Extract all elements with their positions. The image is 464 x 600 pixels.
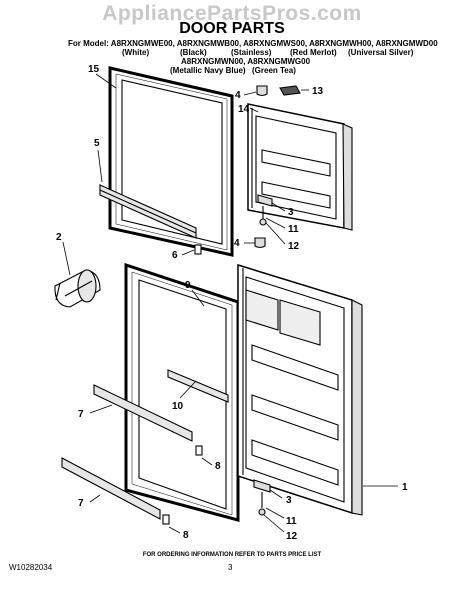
- callout-11: 11: [288, 224, 299, 235]
- callout-3: 3: [286, 495, 292, 506]
- callout-13: 13: [312, 86, 324, 97]
- hinge-pin-cap-middle: [254, 237, 266, 249]
- model-list-line-2: A8RXNGMWN00, A8RXNGMWG00: [181, 57, 311, 66]
- callout-5: 5: [94, 138, 100, 149]
- callout-15: 15: [88, 64, 100, 75]
- watermark: AppliancePartsPros.com: [102, 2, 362, 25]
- callout-12: 12: [286, 531, 298, 542]
- callout-10: 10: [172, 401, 184, 412]
- callout-7: 7: [78, 409, 84, 420]
- dairy-bin: [54, 269, 101, 308]
- callout-12: 12: [288, 241, 300, 252]
- fresh-food-door-gasket: [124, 262, 240, 522]
- callout-14: 14: [238, 104, 250, 115]
- callout-11: 11: [286, 516, 297, 527]
- callout-2: 2: [56, 232, 62, 243]
- end-cap: [195, 445, 203, 456]
- document-number: W10282034: [9, 563, 53, 572]
- hinge-pin-cap-top: [256, 85, 268, 97]
- color-label: (Metallic Navy Blue): [170, 66, 246, 75]
- end-cap: [162, 514, 170, 525]
- color-label: (Stainless): [231, 48, 272, 57]
- page-number: 3: [228, 563, 233, 572]
- callout-8: 8: [183, 530, 189, 541]
- callout-3: 3: [288, 207, 294, 218]
- center-hinge-assembly: [257, 194, 273, 226]
- freezer-door-gasket: [108, 66, 234, 257]
- freezer-door: [247, 103, 353, 231]
- door-shelf-upper: [167, 369, 229, 403]
- model-list-line-1: For Model: A8RXNGMWE00, A8RXNGMWB00, A8R…: [68, 39, 438, 48]
- callout-9: 9: [185, 280, 191, 291]
- color-label: (Black): [180, 48, 207, 57]
- hinge-cover: [279, 85, 301, 96]
- callout-labels: 15 5 2 6 4 13 14 3 11 12 4 9 10 7 8 1 7 …: [56, 64, 408, 542]
- callout-4: 4: [234, 238, 240, 249]
- callout-7: 7: [78, 498, 84, 509]
- end-cap: [194, 244, 202, 255]
- color-label: (White): [122, 48, 150, 57]
- fresh-food-door: [237, 263, 363, 516]
- color-label: (Universal Silver): [348, 48, 414, 57]
- page-title: DOOR PARTS: [179, 20, 285, 37]
- color-label: (Red Merlot): [290, 48, 337, 57]
- bottom-hinge-assembly: [253, 479, 271, 516]
- callout-6: 6: [172, 250, 178, 261]
- callout-1: 1: [402, 482, 408, 493]
- door-bin-rail-lower: [61, 457, 161, 520]
- freezer-door-shelf: [99, 184, 197, 239]
- callout-8: 8: [215, 461, 221, 472]
- leader-lines: [62, 73, 398, 534]
- ordering-info-footer: FOR ORDERING INFORMATION REFER TO PARTS …: [142, 552, 322, 558]
- callout-4: 4: [235, 90, 241, 101]
- door-bin-rail-upper: [93, 384, 193, 442]
- color-label: (Green Tea): [252, 66, 296, 75]
